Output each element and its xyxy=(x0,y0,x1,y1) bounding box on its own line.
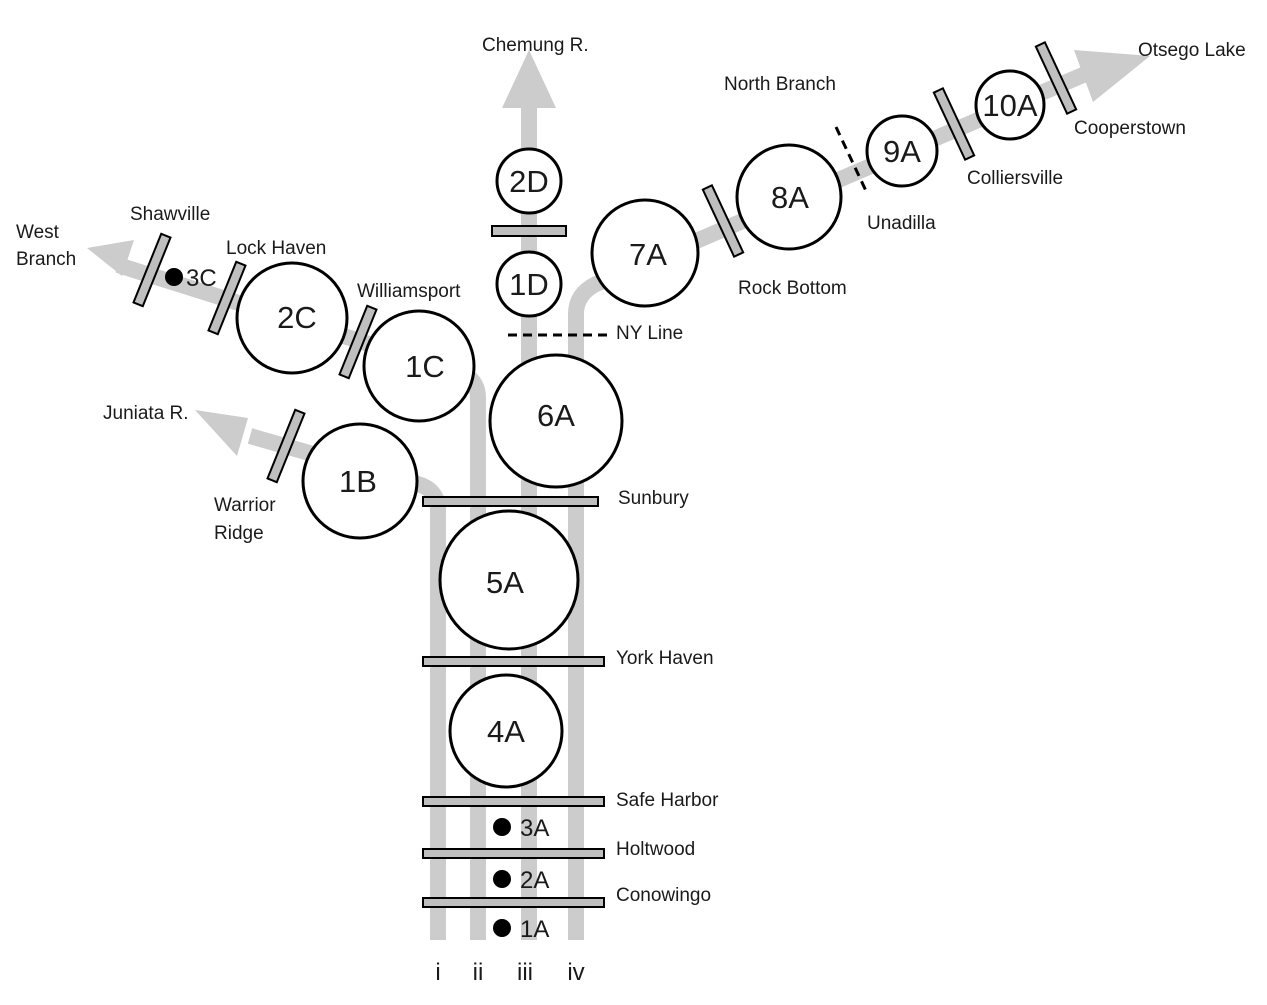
west-branch-label-line2: Branch xyxy=(16,249,76,270)
chemung-river-label: Chemung R. xyxy=(482,35,589,56)
ny-line-label: NY Line xyxy=(616,323,683,344)
reservoir-7A-label: 7A xyxy=(629,237,667,272)
colliersville-label: Colliersville xyxy=(967,168,1063,189)
shawville-dam xyxy=(132,232,172,308)
colliersville-dam xyxy=(932,87,976,161)
reservoir-3C-dot xyxy=(165,268,183,286)
unadilla-boundary xyxy=(834,126,869,194)
reservoirs xyxy=(235,69,1046,789)
sunbury-dam xyxy=(422,496,599,507)
reservoir-3C-label: 3C xyxy=(186,265,217,292)
juniata-arrowhead xyxy=(195,410,248,456)
rock-bottom-dam xyxy=(701,184,745,258)
lock-haven-label: Lock Haven xyxy=(226,238,326,259)
reservoir-10A-circle xyxy=(974,69,1046,141)
chemung-dam xyxy=(491,225,567,237)
williamsport-label: Williamsport xyxy=(357,281,461,302)
reservoir-6A-circle xyxy=(488,353,624,489)
north-branch-label: North Branch xyxy=(724,74,836,95)
reservoir-3A-dot xyxy=(493,818,511,836)
york-haven-dam xyxy=(422,656,605,667)
rock-bottom-label: Rock Bottom xyxy=(738,278,847,299)
reservoir-2C-label: 2C xyxy=(277,300,317,335)
reservoir-1A-label: 1A xyxy=(520,916,549,943)
reservoir-2A-label: 2A xyxy=(520,867,549,894)
warrior-ridge-label-line1: Warrior xyxy=(214,495,276,516)
reservoir-4A-circle xyxy=(448,673,564,789)
york-haven-label: York Haven xyxy=(616,648,714,669)
reservoir-2D-circle xyxy=(495,147,563,215)
route-i-label: i xyxy=(435,959,440,986)
cooperstown-dam xyxy=(1034,41,1078,115)
shawville-label: Shawville xyxy=(130,204,210,225)
otsego-arrowhead xyxy=(1074,50,1150,102)
reservoir-5A-label: 5A xyxy=(486,565,524,600)
warrior-ridge-dam xyxy=(266,408,306,484)
juniata-river-label: Juniata R. xyxy=(103,403,189,424)
chemung-arrowhead xyxy=(502,50,556,108)
unadilla-label: Unadilla xyxy=(867,213,936,234)
conowingo-dam xyxy=(422,897,605,908)
reservoir-1C-circle xyxy=(362,309,476,423)
cooperstown-label: Cooperstown xyxy=(1074,118,1186,139)
reservoir-2C-circle xyxy=(235,261,349,375)
west-branch-arrowhead xyxy=(87,240,134,276)
route-iv-path xyxy=(568,64,1094,940)
williamsport-dam xyxy=(338,304,378,380)
holtwood-dam xyxy=(422,848,605,859)
reservoir-8A-label: 8A xyxy=(771,180,809,215)
lock-haven-dam xyxy=(207,260,247,336)
reservoir-1D-label: 1D xyxy=(509,267,549,302)
sunbury-label: Sunbury xyxy=(618,488,689,509)
reservoir-2D-label: 2D xyxy=(509,164,549,199)
holtwood-label: Holtwood xyxy=(616,839,695,860)
reservoir-10A-label: 10A xyxy=(982,88,1037,123)
reservoir-4A-label: 4A xyxy=(487,714,525,749)
reservoir-7A-circle xyxy=(590,198,700,308)
conowingo-label: Conowingo xyxy=(616,885,711,906)
west-branch-label-line1: West xyxy=(16,222,60,243)
reservoir-6A-label: 6A xyxy=(537,398,575,433)
safe-harbor-dam xyxy=(422,796,605,807)
otsego-lake-label: Otsego Lake xyxy=(1138,40,1246,61)
safe-harbor-label: Safe Harbor xyxy=(616,790,719,811)
route-ii-label: ii xyxy=(473,959,484,986)
reservoir-9A-label: 9A xyxy=(883,134,921,169)
reservoir-8A-circle xyxy=(735,143,843,251)
reservoir-1B-label: 1B xyxy=(339,464,377,499)
route-iii-label: iii xyxy=(517,959,533,986)
reservoir-1C-label: 1C xyxy=(405,349,445,384)
warrior-ridge-label-line2: Ridge xyxy=(214,523,264,544)
reservoir-1D-circle xyxy=(495,250,563,318)
reservoir-2A-dot xyxy=(493,870,511,888)
reservoir-1A-dot xyxy=(493,919,511,937)
route-iv-label: iv xyxy=(567,959,584,986)
reservoir-3A-label: 3A xyxy=(520,815,549,842)
reservoir-5A-circle xyxy=(438,509,580,651)
reservoir-9A-circle xyxy=(865,114,939,188)
reservoir-1B-circle xyxy=(301,422,419,540)
